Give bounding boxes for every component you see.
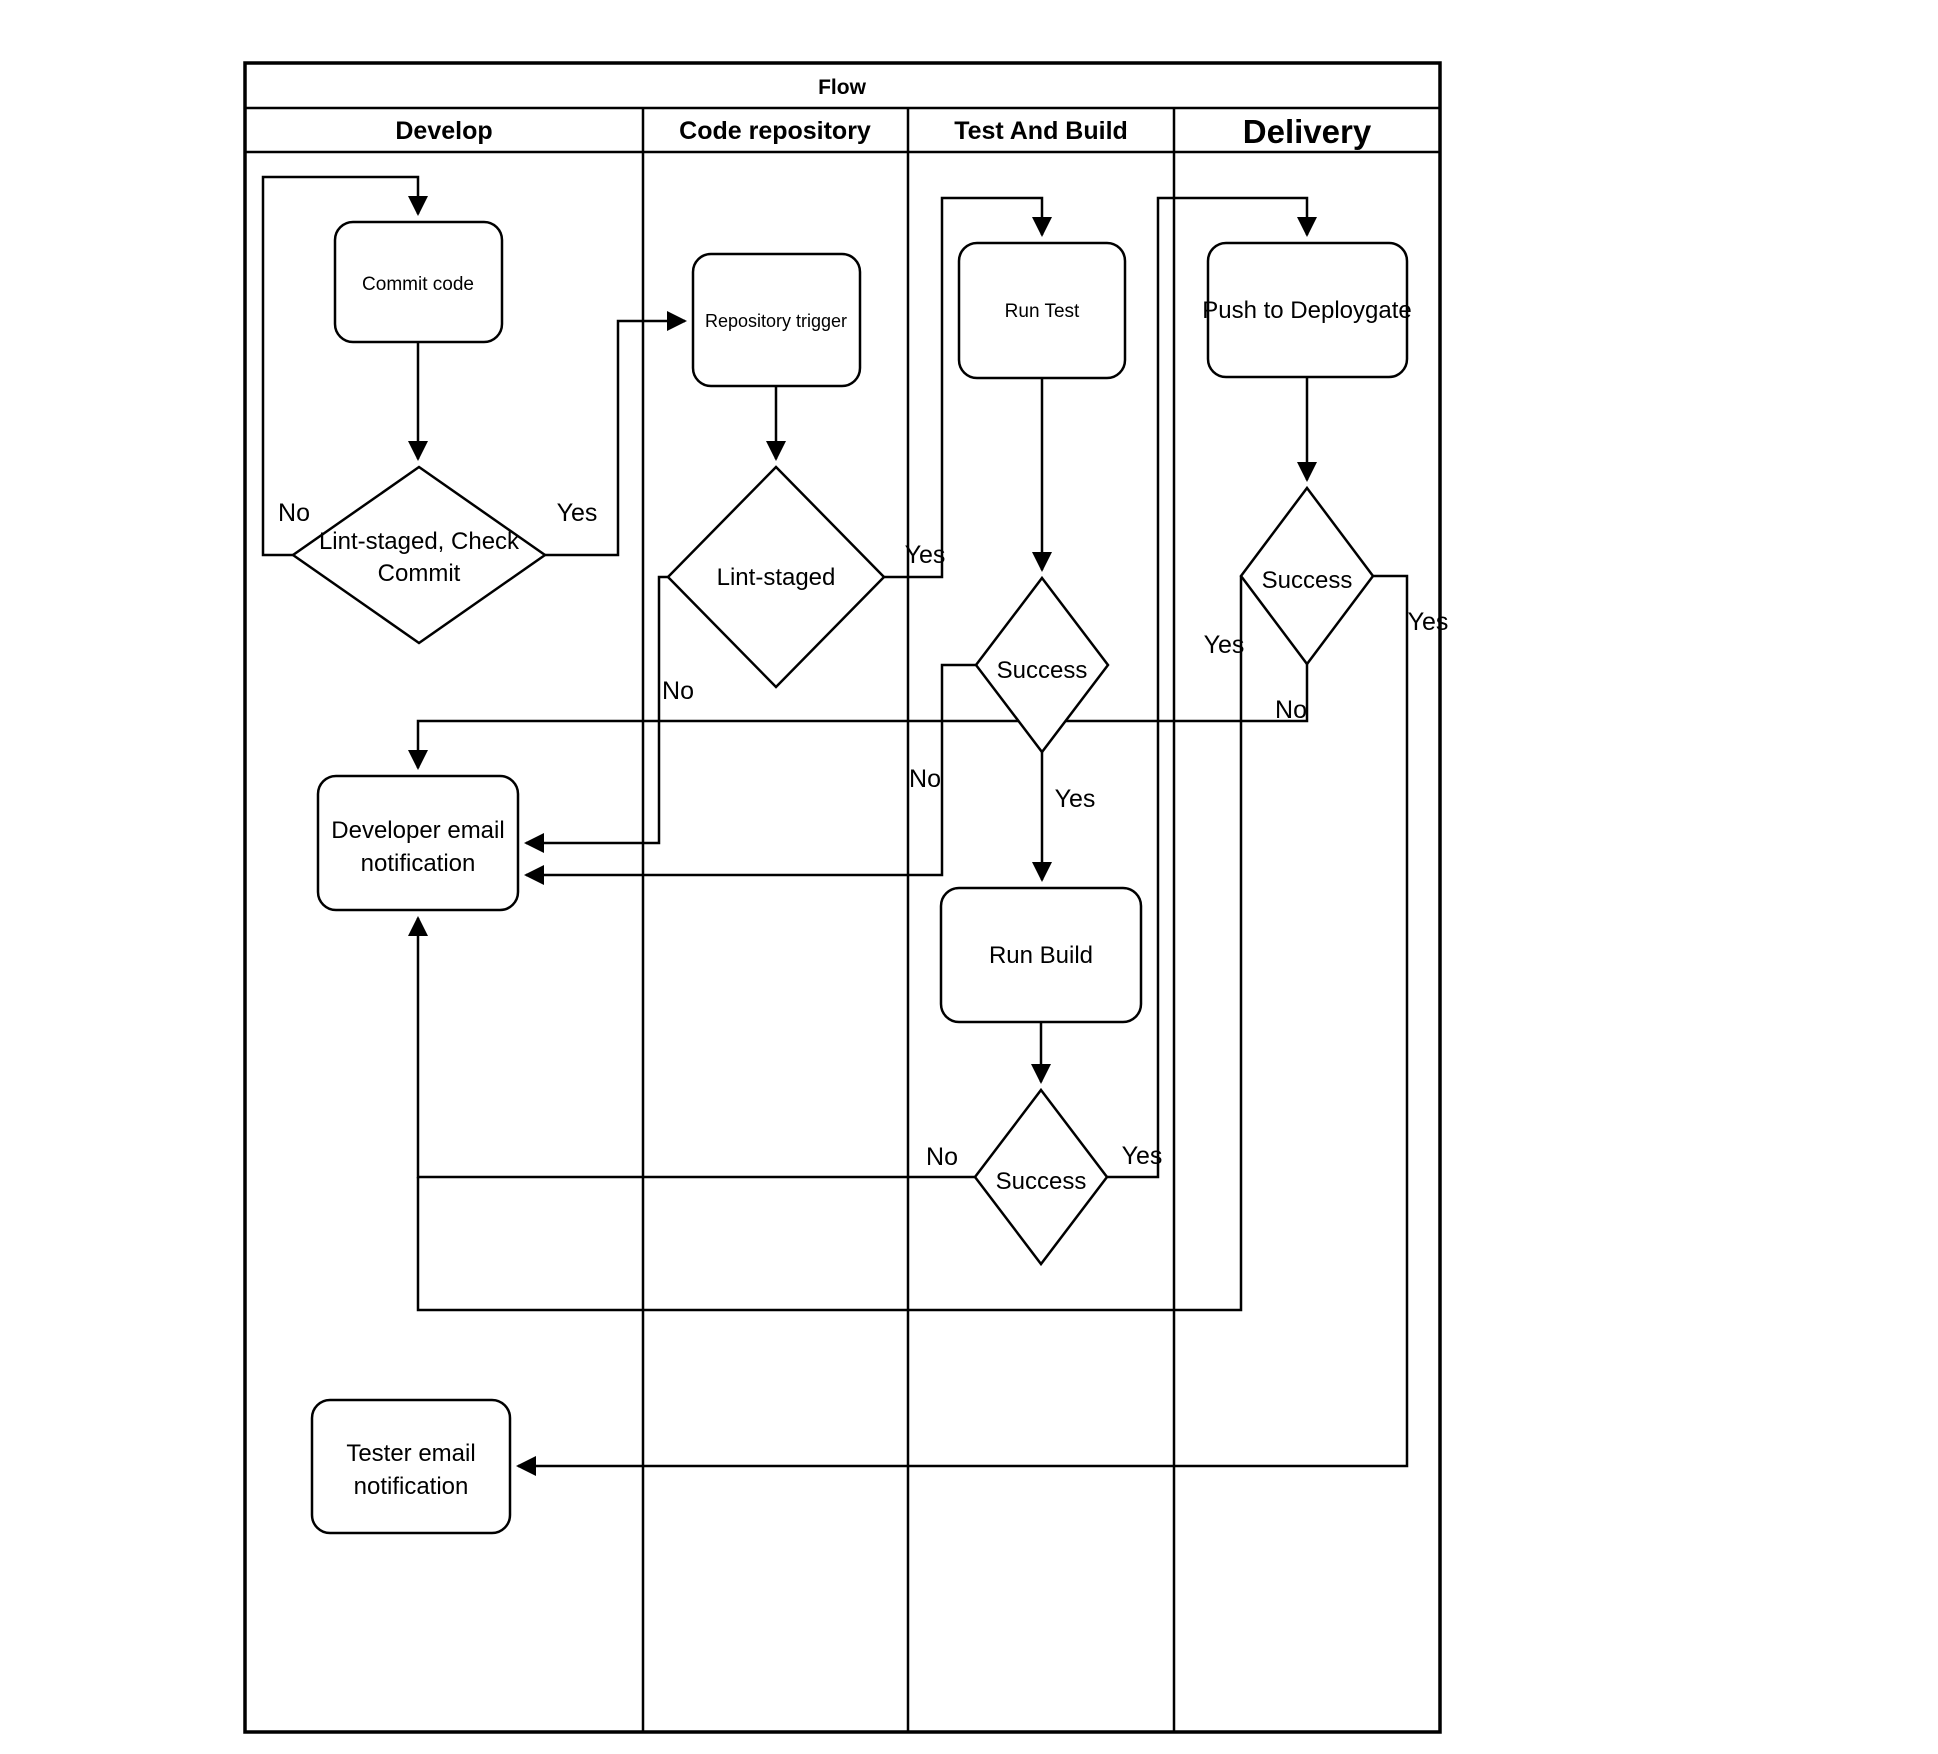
edge-buildsuccess-no-to-devemail (408, 916, 975, 1179)
tester-email-box (310, 1398, 512, 1535)
label-deliverysuccess-no: No (1275, 696, 1307, 724)
label-lintcheck-yes: Yes (557, 499, 598, 527)
node-run-test: Run Test (957, 241, 1127, 380)
edge-lintcheck-yes-to-repotrigger (545, 311, 687, 557)
repository-trigger-box (691, 252, 862, 388)
edge-deliverysuccess-yes-to-testeremail (516, 574, 1409, 1476)
lane-header-code-repository: Code repository (679, 117, 871, 145)
swimlane-grid: Flow Develop Code repository Test And Bu… (243, 61, 1442, 1734)
decision-lint-check-commit: Lint-staged, Check Commit (290, 465, 548, 645)
decision-test-success: Success (974, 575, 1110, 755)
lint-check-commit-label-line2: Commit (378, 560, 461, 587)
tester-email-label-line1: Tester email (346, 1440, 475, 1467)
label-testsuccess-no: No (909, 765, 941, 793)
run-test-box (957, 241, 1127, 380)
label-testsuccess-yes: Yes (1055, 785, 1096, 813)
label-deliverysuccess-yes-right: Yes (1408, 608, 1449, 636)
label-lintstaged-yes: Yes (905, 541, 946, 569)
edge-deliverysuccess-yes-left (416, 576, 1243, 1312)
label-buildsuccess-yes: Yes (1122, 1142, 1163, 1170)
label-deliverysuccess-yes-left: Yes (1204, 631, 1245, 659)
developer-email-label-line2: notification (361, 850, 476, 877)
label-buildsuccess-no: No (926, 1143, 958, 1171)
developer-email-label-line1: Developer email (331, 817, 504, 844)
edge-lintcheck-no-loop (261, 175, 428, 557)
lane-header-develop: Develop (395, 117, 492, 145)
lint-check-commit-label-line1: Lint-staged, Check (319, 528, 520, 555)
edge-deliverysuccess-no-to-devemail (408, 664, 1309, 770)
lint-staged-diamond (666, 465, 886, 689)
node-developer-email-notification: Developer email notification (316, 774, 520, 912)
process-nodes: Commit code Repository trigger Run Test … (310, 220, 1412, 1535)
commit-code-label: Commit code (362, 274, 474, 295)
developer-email-box (316, 774, 520, 912)
test-success-diamond (974, 575, 1110, 755)
node-run-build: Run Build (939, 886, 1143, 1024)
label-lintstaged-no: No (662, 677, 694, 705)
build-success-label: Success (996, 1168, 1087, 1195)
commit-code-box (333, 220, 504, 344)
run-test-label: Run Test (1005, 301, 1080, 322)
run-build-box (939, 886, 1143, 1024)
delivery-success-diamond (1239, 485, 1375, 667)
lint-check-commit-diamond (290, 465, 548, 645)
edges (261, 175, 1409, 1476)
decision-nodes: Lint-staged, Check Commit Lint-staged Su… (290, 465, 1375, 1267)
edge-lintstaged-yes-to-runtest (884, 196, 1052, 579)
decision-lint-staged: Lint-staged (666, 465, 886, 689)
edge-testsuccess-no-to-devemail (524, 663, 976, 885)
push-to-deploygate-label: Push to Deploygate (1202, 297, 1411, 324)
run-build-label: Run Build (989, 942, 1093, 969)
node-repository-trigger: Repository trigger (691, 252, 862, 388)
diagram-title: Flow (818, 76, 866, 99)
build-success-diamond (973, 1087, 1109, 1267)
decision-delivery-success: Success (1239, 485, 1375, 667)
node-commit-code: Commit code (333, 220, 504, 344)
edge-lintstaged-no-to-devemail (524, 575, 668, 853)
push-to-deploygate-box (1206, 241, 1409, 379)
label-lintcheck-no: No (278, 499, 310, 527)
edge-buildsuccess-yes-to-push (1107, 196, 1317, 1179)
test-success-label: Success (997, 657, 1088, 684)
delivery-success-label: Success (1262, 567, 1353, 594)
chart-outer-border (243, 61, 1442, 1734)
decision-build-success: Success (973, 1087, 1109, 1267)
lane-header-test-and-build: Test And Build (954, 117, 1128, 145)
lane-header-delivery: Delivery (1243, 113, 1372, 150)
repository-trigger-label: Repository trigger (705, 311, 847, 331)
tester-email-label-line2: notification (354, 1473, 469, 1500)
node-tester-email-notification: Tester email notification (310, 1398, 512, 1535)
lint-staged-label: Lint-staged (717, 564, 836, 591)
node-push-to-deploygate: Push to Deploygate (1202, 241, 1412, 379)
edge-labels: No Yes Yes No No Yes No Yes Yes No Yes (278, 499, 1448, 1171)
